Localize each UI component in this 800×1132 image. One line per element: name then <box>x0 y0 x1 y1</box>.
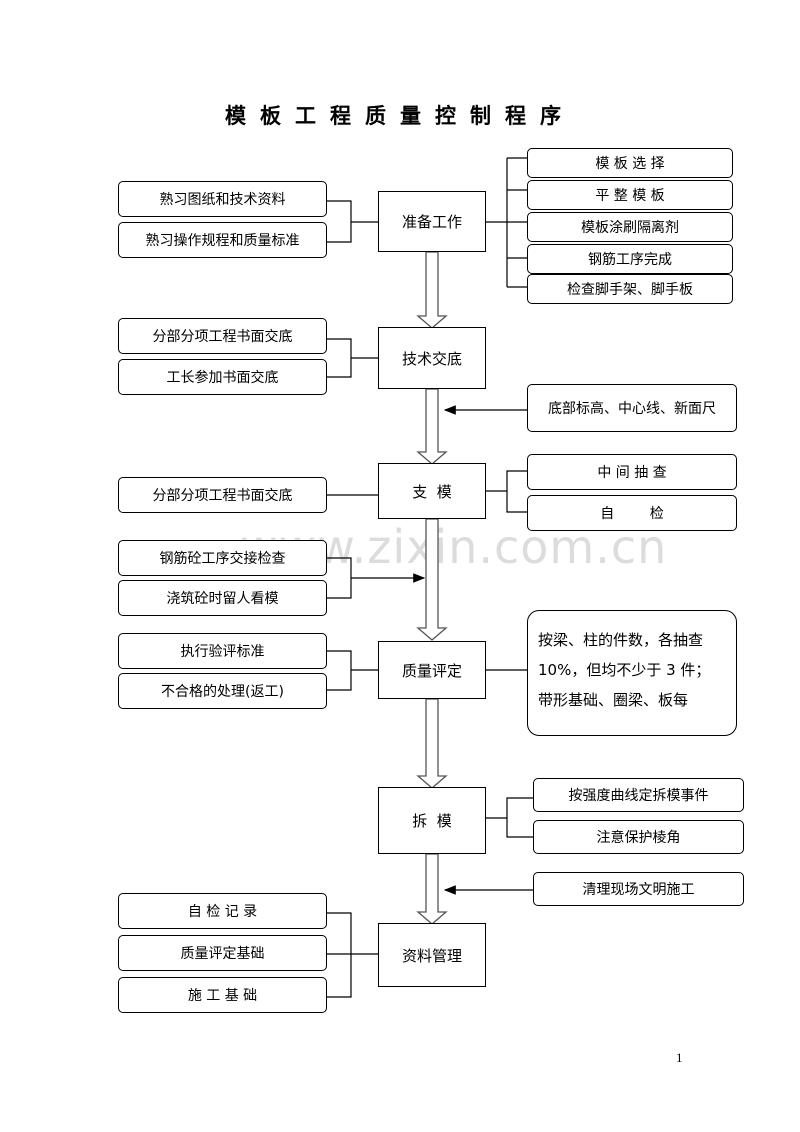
formwork-left-item: 分部分项工程书面交底 <box>118 477 327 513</box>
flow-arrows <box>416 251 448 925</box>
prep-right-item: 检查脚手架、脚手板 <box>527 274 733 304</box>
prep-right-item: 模板涂刷隔离剂 <box>527 212 733 242</box>
prep-left-item: 熟习操作规程和质量标准 <box>118 222 327 258</box>
tech-left-item: 工长参加书面交底 <box>118 359 327 395</box>
step-quality-label: 质量评定 <box>401 661 462 680</box>
prep-left-item: 熟习图纸和技术资料 <box>118 181 327 217</box>
formwork-right-item: 自 检 <box>527 495 737 531</box>
tech-left-label: 工长参加书面交底 <box>166 370 279 386</box>
step-prep: 准备工作 <box>378 191 486 252</box>
step-quality: 质量评定 <box>378 641 486 699</box>
tech-left-item: 分部分项工程书面交底 <box>118 318 327 354</box>
step-records-label: 资料管理 <box>401 946 462 965</box>
step-records: 资料管理 <box>378 923 486 987</box>
removal-right-item: 注意保护棱角 <box>533 820 744 854</box>
prep-right-item: 模 板 选 择 <box>527 148 733 178</box>
quality-left-label: 执行验评标准 <box>180 644 265 660</box>
step-formwork-label: 支 模 <box>412 482 452 501</box>
removal-right-label: 清理现场文明施工 <box>582 882 695 898</box>
removal-right-item: 清理现场文明施工 <box>533 872 744 906</box>
formwork-right-label: 中 间 抽 查 <box>597 465 667 481</box>
prep-left-label: 熟习操作规程和质量标准 <box>145 233 300 249</box>
removal-right-item: 按强度曲线定拆模事件 <box>533 778 744 812</box>
records-left-label: 质量评定基础 <box>180 946 265 962</box>
tech-right-item: 底部标高、中心线、新面尺 <box>527 384 737 432</box>
quality-note-line: 10%，但均不少于 3 件； <box>538 661 711 679</box>
step-tech-label: 技术交底 <box>401 349 462 368</box>
tech-left-label: 分部分项工程书面交底 <box>152 329 293 345</box>
quality-note: 按梁、柱的件数，各抽查 10%，但均不少于 3 件； 带形基础、圈梁、板每 <box>527 610 737 736</box>
step-removal: 拆 模 <box>378 787 486 854</box>
formwork-right-label: 自 检 <box>600 506 664 522</box>
prep-right-label: 模板涂刷隔离剂 <box>581 220 679 236</box>
prep-right-item: 钢筋工序完成 <box>527 244 733 274</box>
pour-left-item: 浇筑砼时留人看模 <box>118 580 327 616</box>
quality-left-item: 执行验评标准 <box>118 633 327 669</box>
prep-right-label: 平 整 模 板 <box>595 188 665 204</box>
quality-left-label: 不合格的处理(返工) <box>161 684 284 700</box>
records-left-item: 质量评定基础 <box>118 935 327 971</box>
page-number: 1 <box>676 1050 683 1065</box>
records-left-label: 施 工 基 础 <box>187 988 258 1004</box>
prep-right-item: 平 整 模 板 <box>527 180 733 210</box>
step-prep-label: 准备工作 <box>401 213 462 231</box>
removal-right-label: 注意保护棱角 <box>596 830 681 846</box>
quality-left-item: 不合格的处理(返工) <box>118 673 327 709</box>
step-tech: 技术交底 <box>378 327 486 389</box>
prep-right-label: 模 板 选 择 <box>595 156 665 172</box>
prep-left-label: 熟习图纸和技术资料 <box>159 192 286 208</box>
quality-note-line: 带形基础、圈梁、板每 <box>538 691 689 709</box>
removal-right-label: 按强度曲线定拆模事件 <box>568 788 709 804</box>
step-formwork: 支 模 <box>378 463 486 519</box>
quality-note-line: 按梁、柱的件数，各抽查 <box>538 631 704 649</box>
pour-left-item: 钢筋砼工序交接检查 <box>118 540 327 576</box>
page-title: 模板工程质量控制程序 <box>225 104 575 128</box>
pour-left-label: 浇筑砼时留人看模 <box>166 591 279 607</box>
prep-right-label: 钢筋工序完成 <box>588 252 672 268</box>
records-left-item: 施 工 基 础 <box>118 977 327 1013</box>
pour-left-label: 钢筋砼工序交接检查 <box>159 551 286 567</box>
records-left-item: 自 检 记 录 <box>118 893 327 929</box>
tech-right-label: 底部标高、中心线、新面尺 <box>548 401 716 417</box>
formwork-right-item: 中 间 抽 查 <box>527 454 737 490</box>
prep-right-label: 检查脚手架、脚手板 <box>567 282 693 298</box>
formwork-left-label: 分部分项工程书面交底 <box>152 488 293 504</box>
records-left-label: 自 检 记 录 <box>187 904 258 920</box>
step-removal-label: 拆 模 <box>412 812 452 830</box>
